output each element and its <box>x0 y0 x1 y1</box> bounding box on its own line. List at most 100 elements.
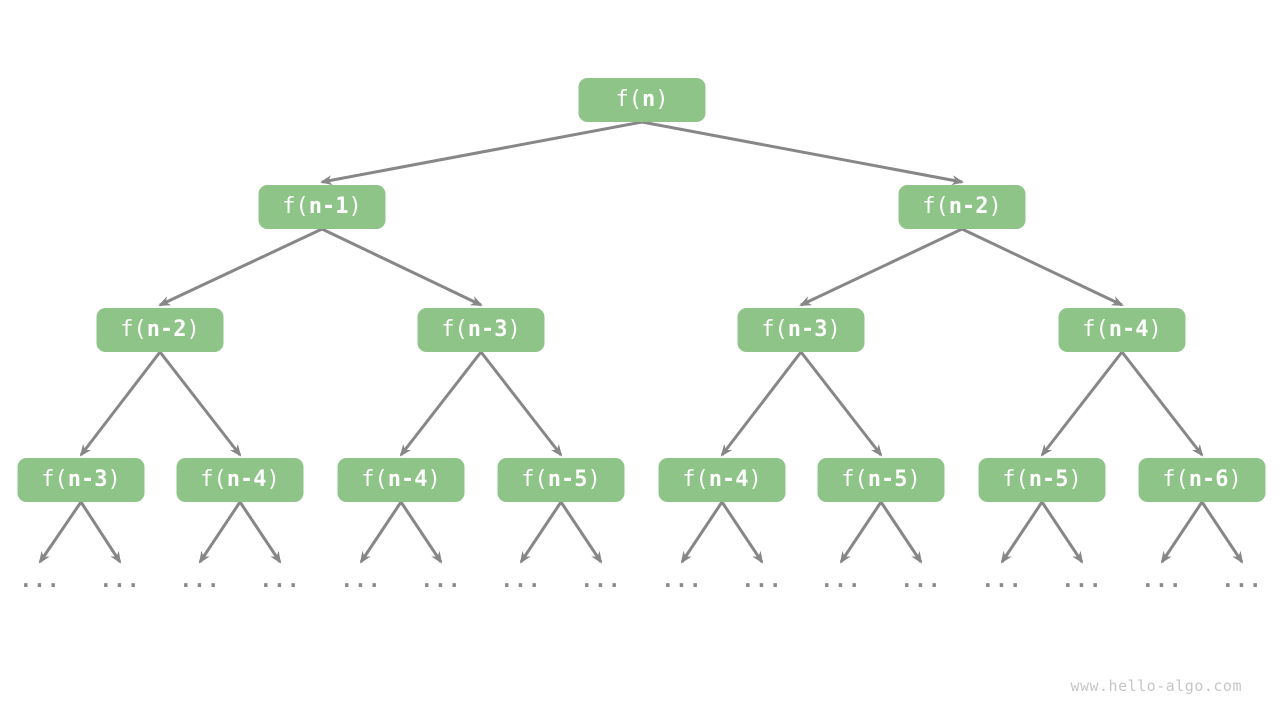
tree-edge <box>519 501 563 564</box>
node-label-close: ) <box>907 467 921 492</box>
tree-edge <box>479 351 563 457</box>
node-label-open: f( <box>1002 467 1029 492</box>
node-label-close: ) <box>427 467 441 492</box>
tree-edge <box>321 227 483 307</box>
node-label-close: ) <box>507 317 521 342</box>
tree-node: f(n-3) <box>737 308 865 352</box>
ellipsis: ... <box>179 567 221 592</box>
node-label-close: ) <box>348 194 362 219</box>
tree-node: f(n-3) <box>17 458 145 502</box>
node-label-open: f( <box>120 317 147 342</box>
node-label-close: ) <box>827 317 841 342</box>
ellipsis: ... <box>741 567 783 592</box>
node-label-close: ) <box>748 467 762 492</box>
ellipsis: ... <box>340 567 382 592</box>
node-label-close: ) <box>1228 467 1242 492</box>
node-label-arg: n-4 <box>387 467 428 492</box>
tree-edge <box>559 501 603 564</box>
tree-edge <box>79 351 162 457</box>
tree-edge <box>79 501 122 564</box>
node-label-open: f( <box>282 194 309 219</box>
node-label-close: ) <box>988 194 1002 219</box>
tree-edge <box>399 501 443 564</box>
ellipsis: ... <box>661 567 703 592</box>
tree-node: f(n-4) <box>658 458 786 502</box>
tree-node: f(n-6) <box>1138 458 1266 502</box>
node-label-arg: n-4 <box>708 467 749 492</box>
ellipsis: ... <box>1061 567 1103 592</box>
watermark: www.hello-algo.com <box>1070 677 1242 695</box>
node-label-open: f( <box>200 467 227 492</box>
node-label-open: f( <box>1082 317 1109 342</box>
ellipsis: ... <box>259 567 301 592</box>
node-label-arg: n-5 <box>867 467 908 492</box>
node-label-arg: n-5 <box>547 467 588 492</box>
tree-edge <box>839 501 883 564</box>
node-label-arg: n-2 <box>146 317 187 342</box>
node-label-open: f( <box>41 467 68 492</box>
tree-edge <box>1040 351 1124 457</box>
tree-edge <box>399 351 483 457</box>
tree-node: f(n-5) <box>497 458 625 502</box>
ellipsis: ... <box>99 567 141 592</box>
node-label-arg: n-6 <box>1188 467 1229 492</box>
node-label-arg: n <box>642 87 656 112</box>
tree-node: f(n-3) <box>417 308 545 352</box>
node-label-open: f( <box>841 467 868 492</box>
ellipsis: ... <box>981 567 1023 592</box>
tree-edge <box>238 501 282 564</box>
tree-edge <box>879 501 923 564</box>
ellipsis: ... <box>1221 567 1263 592</box>
node-label-arg: n-3 <box>467 317 508 342</box>
node-label-close: ) <box>107 467 121 492</box>
tree-edge <box>799 227 963 307</box>
node-label-arg: n-3 <box>787 317 828 342</box>
node-label-arg: n-5 <box>1028 467 1069 492</box>
tree-node: f(n-1) <box>258 185 386 229</box>
ellipsis: ... <box>580 567 622 592</box>
tree-edge <box>158 227 323 307</box>
tree-edge <box>359 501 403 564</box>
node-label-arg: n-4 <box>1108 317 1149 342</box>
tree-edge <box>641 120 964 186</box>
node-label-close: ) <box>1068 467 1082 492</box>
tree-edge <box>680 501 724 564</box>
node-label-open: f( <box>682 467 709 492</box>
node-label-open: f( <box>441 317 468 342</box>
node-label-close: ) <box>1148 317 1162 342</box>
ellipsis: ... <box>820 567 862 592</box>
node-label-arg: n-1 <box>308 194 349 219</box>
ellipsis: ... <box>900 567 942 592</box>
node-label-open: f( <box>761 317 788 342</box>
tree-edge <box>320 120 643 186</box>
node-label-open: f( <box>1162 467 1189 492</box>
tree-node: f(n-5) <box>817 458 945 502</box>
node-label-arg: n-4 <box>226 467 267 492</box>
tree-edge <box>1040 501 1084 564</box>
node-label-open: f( <box>361 467 388 492</box>
tree-edge <box>1160 501 1204 564</box>
node-label-open: f( <box>922 194 949 219</box>
node-label-open: f( <box>521 467 548 492</box>
node-label-arg: n-2 <box>948 194 989 219</box>
ellipsis: ... <box>1141 567 1183 592</box>
tree-node: f(n-4) <box>176 458 304 502</box>
tree-node: f(n) <box>578 78 706 122</box>
tree-edge <box>1000 501 1044 564</box>
node-label-close: ) <box>655 87 669 112</box>
tree-node: f(n-4) <box>1058 308 1186 352</box>
tree-node: f(n-4) <box>337 458 465 502</box>
node-label-close: ) <box>186 317 200 342</box>
node-label-close: ) <box>266 467 280 492</box>
tree-node: f(n-2) <box>898 185 1026 229</box>
tree-edge <box>799 351 883 457</box>
ellipsis: ... <box>420 567 462 592</box>
node-label-close: ) <box>587 467 601 492</box>
tree-edge <box>720 501 764 564</box>
tree-node: f(n-5) <box>978 458 1106 502</box>
tree-edge <box>198 501 242 564</box>
tree-edge <box>1120 351 1204 457</box>
node-label-arg: n-3 <box>67 467 108 492</box>
